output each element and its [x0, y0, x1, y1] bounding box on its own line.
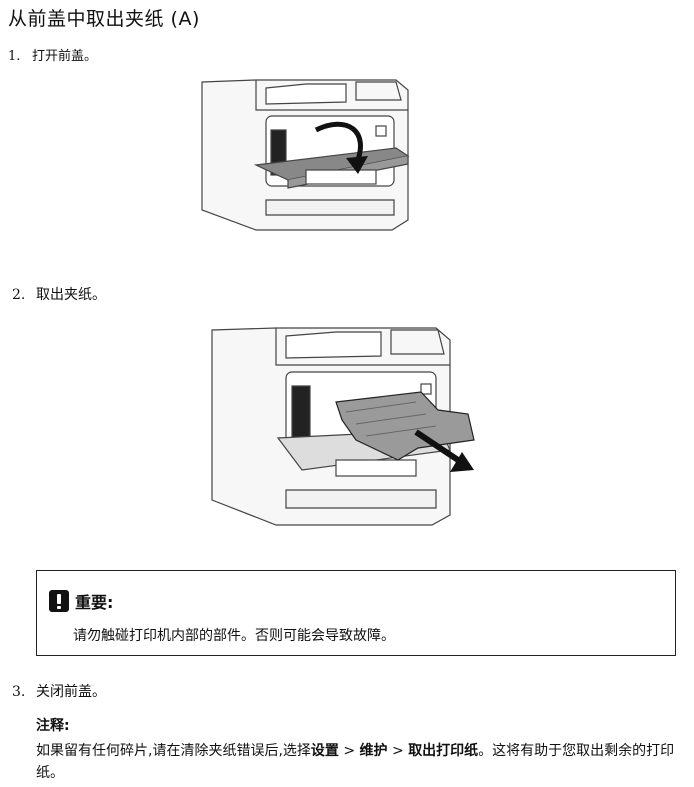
note-text: 如果留有任何碎片,请在清除夹纸错误后,选择设置 > 维护 > 取出打印纸。这将有…: [36, 740, 686, 784]
step-number: 2.: [12, 287, 26, 303]
step-text: 取出夹纸。: [36, 287, 106, 303]
page-title: 从前盖中取出夹纸 (A): [8, 8, 200, 30]
step-number: 3.: [12, 684, 26, 700]
step-3: 3. 关闭前盖。: [12, 681, 106, 701]
important-notice-box: 重要: 请勿触碰打印机内部的部件。否则可能会导致故障。: [36, 570, 676, 656]
menu-settings: 设置: [310, 743, 339, 759]
menu-separator: >: [387, 743, 409, 759]
step-1: 1. 打开前盖。: [8, 45, 97, 64]
step-text: 打开前盖。: [32, 49, 98, 64]
important-text: 请勿触碰打印机内部的部件。否则可能会导致故障。: [73, 628, 395, 644]
note-text-part: 如果留有任何碎片,请在清除夹纸错误后,选择: [36, 743, 311, 759]
menu-separator: >: [338, 743, 360, 759]
important-heading: 重要:: [49, 589, 113, 613]
note-heading: 注释:: [36, 718, 70, 734]
exclamation-icon: [49, 590, 69, 612]
menu-remove-paper: 取出打印纸: [408, 743, 479, 759]
important-heading-text: 重要:: [75, 593, 114, 612]
menu-maintenance: 维护: [359, 743, 388, 759]
step-text: 关闭前盖。: [36, 684, 106, 700]
note-text-part: 。这将有助于您取出剩余的打印纸。: [36, 743, 675, 781]
step-2: 2. 取出夹纸。: [12, 284, 106, 304]
printer-open-cover-illustration: [201, 79, 410, 231]
printer-remove-paper-illustration: [211, 327, 475, 526]
step-number: 1.: [8, 49, 21, 64]
